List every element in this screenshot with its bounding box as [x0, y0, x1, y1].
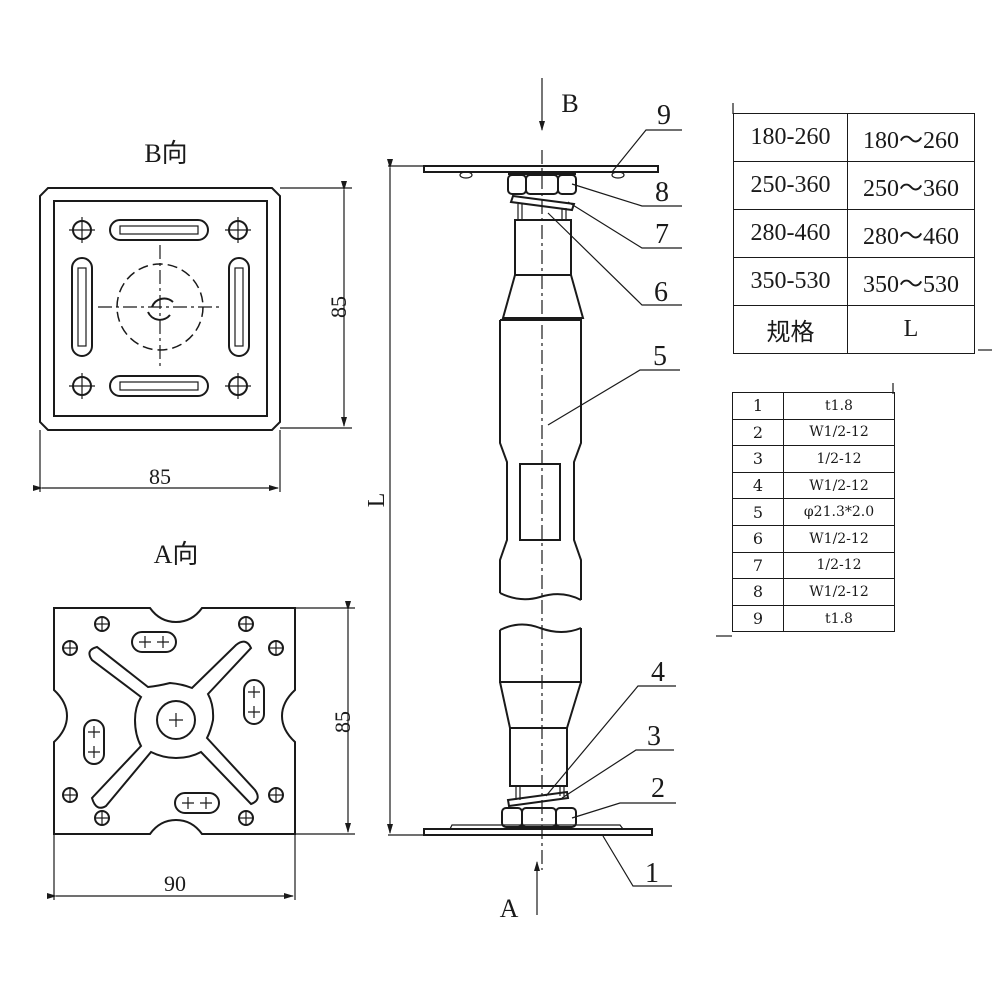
- part-number: 1: [732, 392, 784, 420]
- part-number: 2: [732, 418, 784, 447]
- callout-3: 3: [647, 721, 661, 752]
- a-height-dim: 85: [330, 711, 355, 733]
- callout-6: 6: [654, 277, 668, 308]
- b-plate-inner: [53, 200, 268, 417]
- top-plate: [423, 165, 659, 173]
- spec-header-row: 规格 L: [733, 305, 975, 354]
- b-slots: [71, 219, 250, 397]
- b-corner-holes: [69, 217, 251, 399]
- part-number: 9: [732, 604, 784, 633]
- bottom-washer: [506, 790, 570, 808]
- tube-main: [499, 319, 582, 600]
- tube-break-top: [499, 592, 582, 601]
- spec-row: 180-260 180～260: [733, 113, 975, 162]
- part-spec: φ21.3*2.0: [783, 498, 895, 526]
- tube-window: [519, 463, 561, 541]
- part-spec: W1/2-12: [783, 524, 895, 553]
- spec-row: 250-360 250～360: [733, 161, 975, 210]
- callout-1: 1: [645, 858, 659, 889]
- part-number: 5: [732, 498, 784, 526]
- b-width-dim: 85: [149, 464, 171, 489]
- top-thread: [517, 204, 567, 220]
- part-spec: W1/2-12: [783, 578, 895, 606]
- callout-7: 7: [655, 219, 669, 250]
- part-spec: 1/2-12: [783, 551, 895, 580]
- top-washer: [509, 194, 576, 212]
- spec-cell: 350-530: [733, 257, 848, 306]
- part-number: 8: [732, 578, 784, 606]
- callout-5: 5: [653, 341, 667, 372]
- length-header: L: [847, 305, 975, 354]
- a-center-hole: [156, 700, 196, 740]
- spec-row: 280-460 280～460: [733, 209, 975, 258]
- b-height-dim: 85: [326, 296, 351, 318]
- part-spec: W1/2-12: [783, 471, 895, 500]
- spec-cell: 180-260: [733, 113, 848, 162]
- b-view-title: B向: [144, 139, 187, 168]
- a-arrow-label: A: [500, 894, 519, 923]
- part-number: 6: [732, 524, 784, 553]
- part-spec: t1.8: [783, 392, 895, 420]
- callout-8: 8: [655, 177, 669, 208]
- b-plate-outline: [39, 187, 281, 431]
- callouts: 9 8 7 6 5 4 3 2 1: [545, 100, 682, 889]
- spec-header: 规格: [733, 305, 848, 354]
- bottom-thread: [515, 786, 565, 800]
- callout-4: 4: [651, 657, 665, 688]
- length-cell: 180～260: [847, 113, 975, 162]
- spec-cell: 280-460: [733, 209, 848, 258]
- b-arrow-label: B: [561, 89, 578, 118]
- length-cell: 250～360: [847, 161, 975, 210]
- elevation-view: B A: [364, 78, 682, 923]
- a-cross-slot: [88, 640, 259, 809]
- length-cell: 350～530: [847, 257, 975, 306]
- part-number: 4: [732, 471, 784, 500]
- callout-9: 9: [657, 100, 671, 131]
- part-spec: t1.8: [783, 604, 895, 633]
- a-width-dim: 90: [164, 871, 186, 896]
- spec-table: 180-260 180～260 250-360 250～360 280-460 …: [733, 113, 975, 354]
- part-spec: W1/2-12: [783, 418, 895, 447]
- tube-break-bottom: [499, 623, 582, 633]
- b-view: B向 85 85: [33, 139, 352, 492]
- a-view-title: A向: [154, 540, 199, 569]
- a-small-holes: [62, 616, 284, 826]
- spec-cell: 250-360: [733, 161, 848, 210]
- b-center-hole: [147, 297, 174, 321]
- length-dim-label: L: [364, 493, 390, 508]
- a-view: A向 85: [47, 540, 355, 900]
- part-number: 3: [732, 445, 784, 473]
- tube-top: [501, 219, 585, 319]
- tube-bottom: [499, 628, 582, 787]
- callout-2: 2: [651, 773, 665, 804]
- bottom-nut: [501, 807, 577, 829]
- spec-row: 350-530 350～530: [733, 257, 975, 306]
- top-nut: [507, 172, 577, 195]
- part-number: 7: [732, 551, 784, 580]
- bottom-plate: [423, 828, 653, 836]
- a-slots: [83, 631, 265, 814]
- part-spec: 1/2-12: [783, 445, 895, 473]
- length-cell: 280～460: [847, 209, 975, 258]
